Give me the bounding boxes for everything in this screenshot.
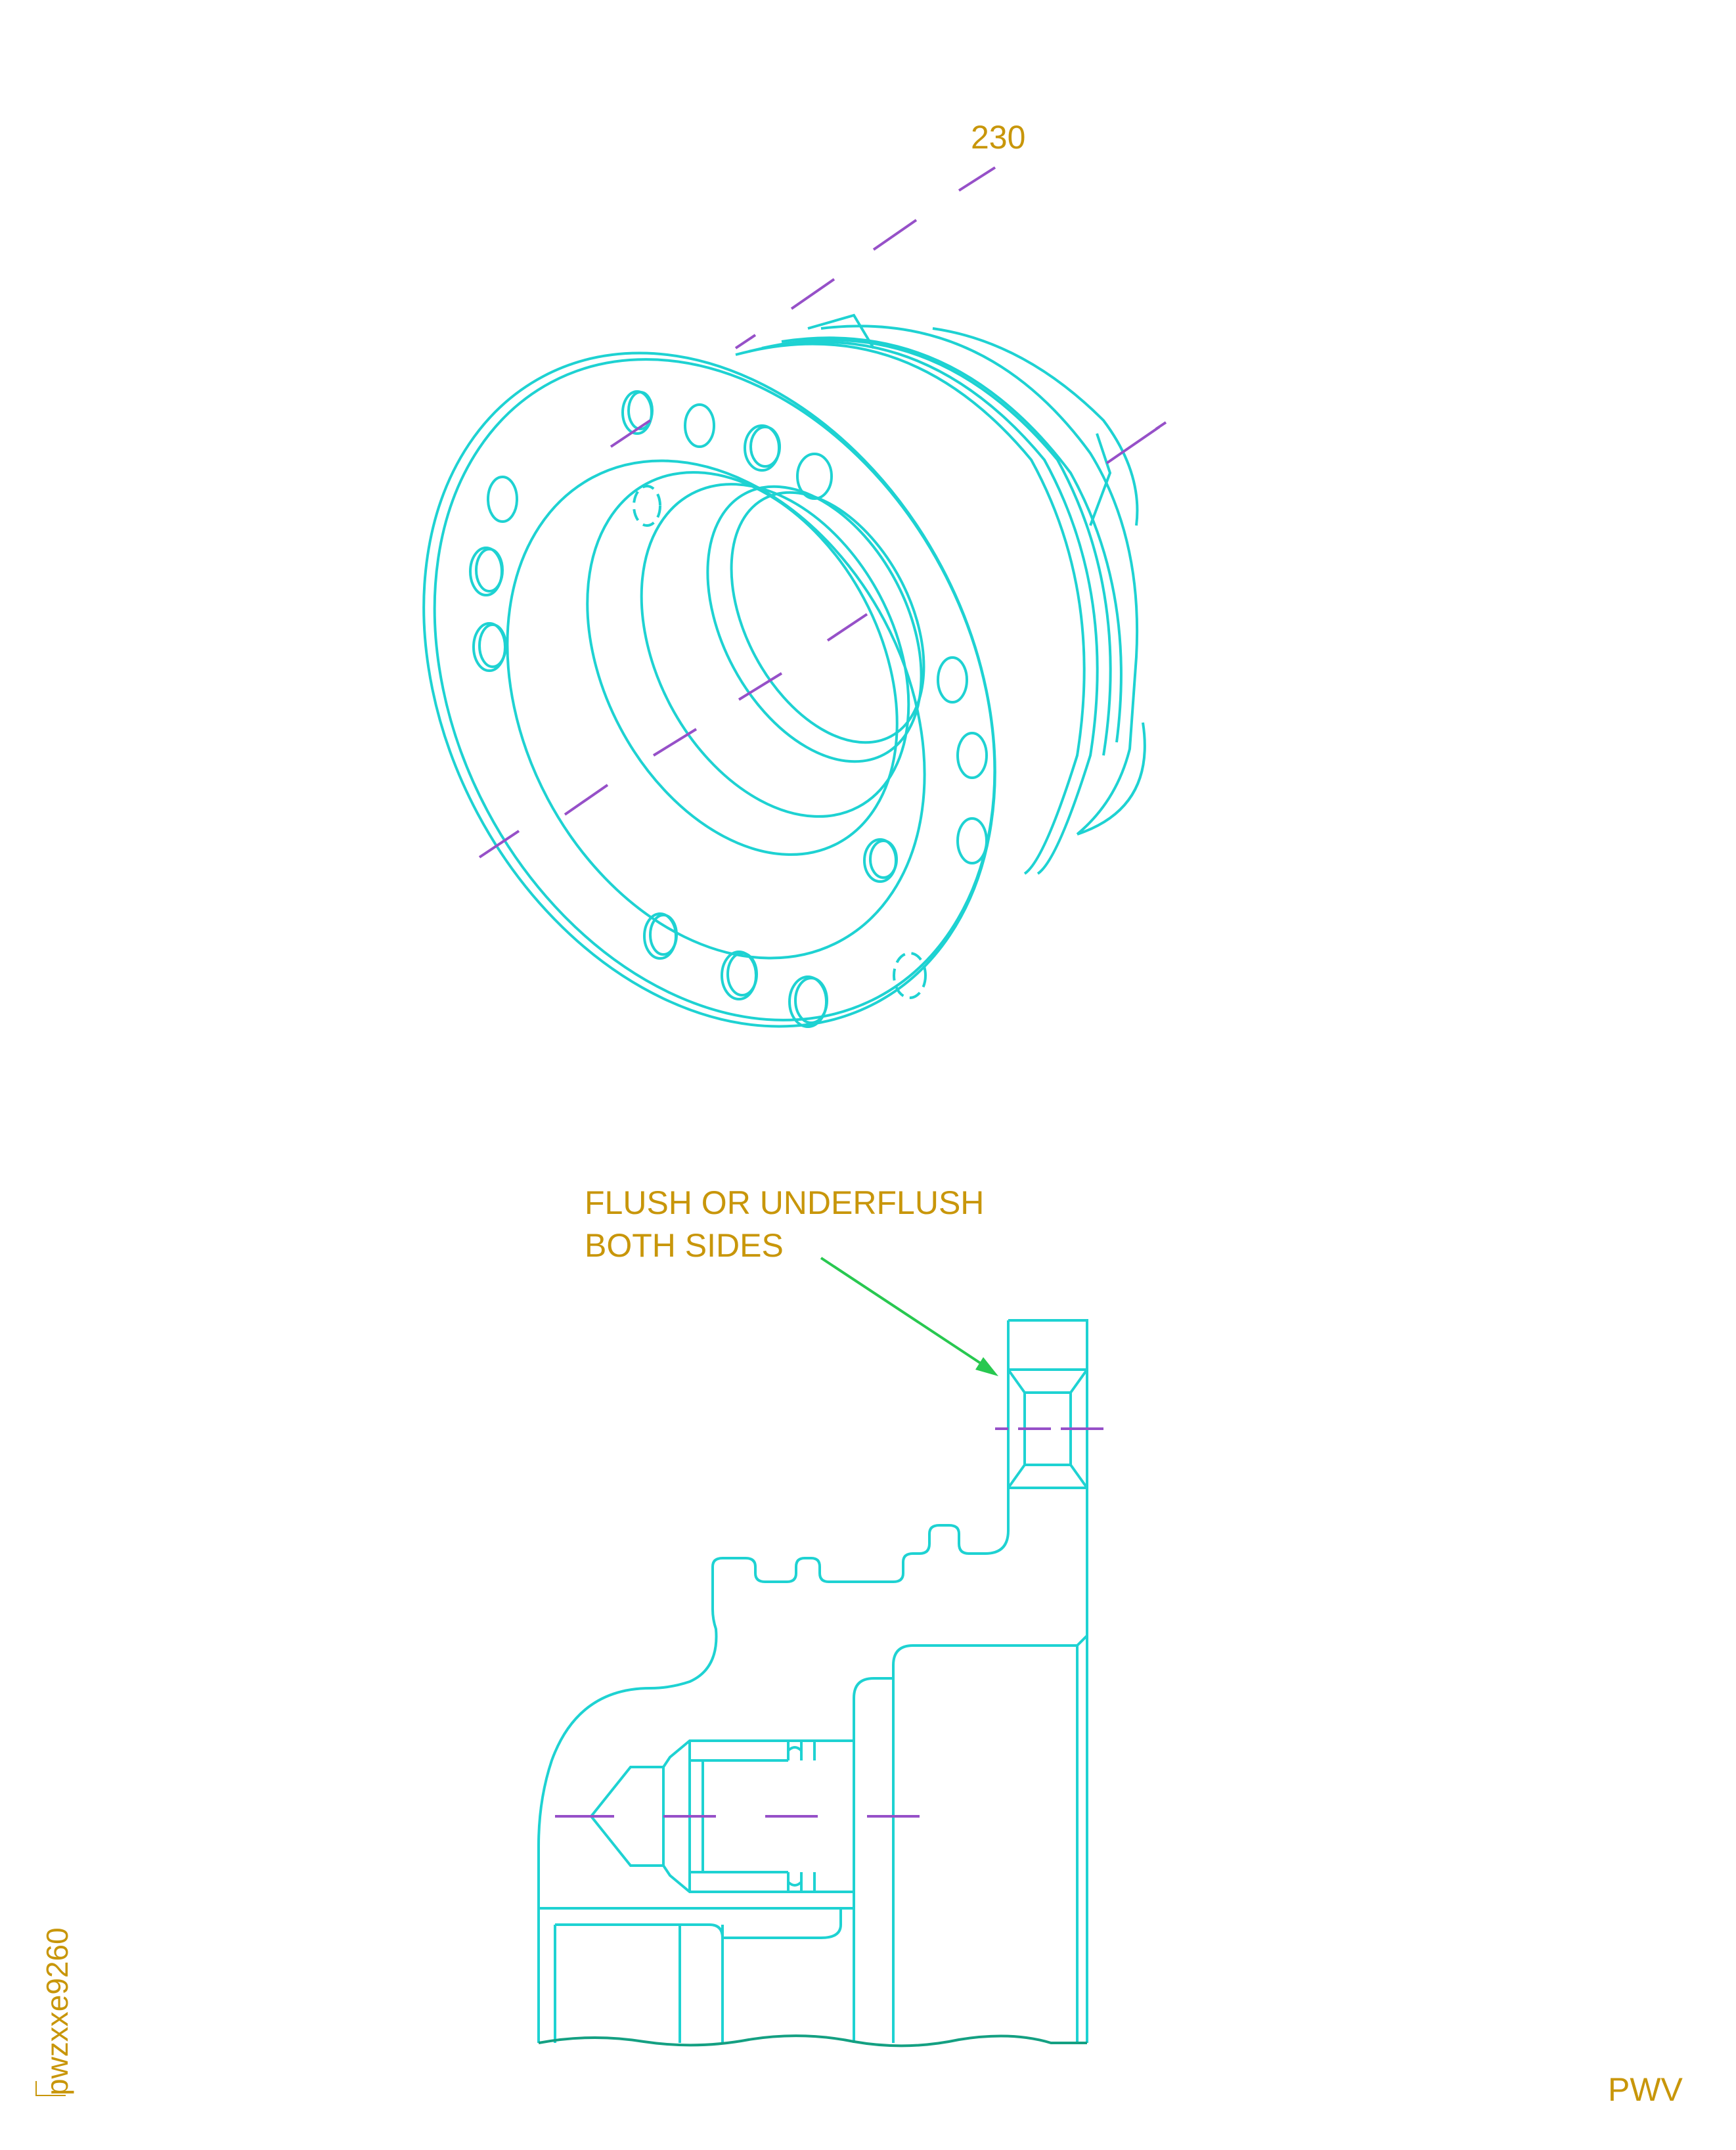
isometric-flange-view: [422, 313, 1146, 1028]
isometric-centerline: [478, 166, 1167, 859]
note-leader: [820, 1257, 998, 1376]
dimension-label-230: 230: [971, 119, 1026, 156]
drawing-id: pwzxxe9260: [40, 1927, 74, 2095]
note-line-1: FLUSH OR UNDERFLUSH: [585, 1184, 985, 1221]
corner-code: PWV: [1608, 2071, 1683, 2108]
break-line: [538, 2034, 1087, 2048]
section-centerlines: [555, 1427, 1103, 1818]
id-frame-tick: [35, 2081, 66, 2096]
note-line-2: BOTH SIDES: [585, 1227, 784, 1264]
